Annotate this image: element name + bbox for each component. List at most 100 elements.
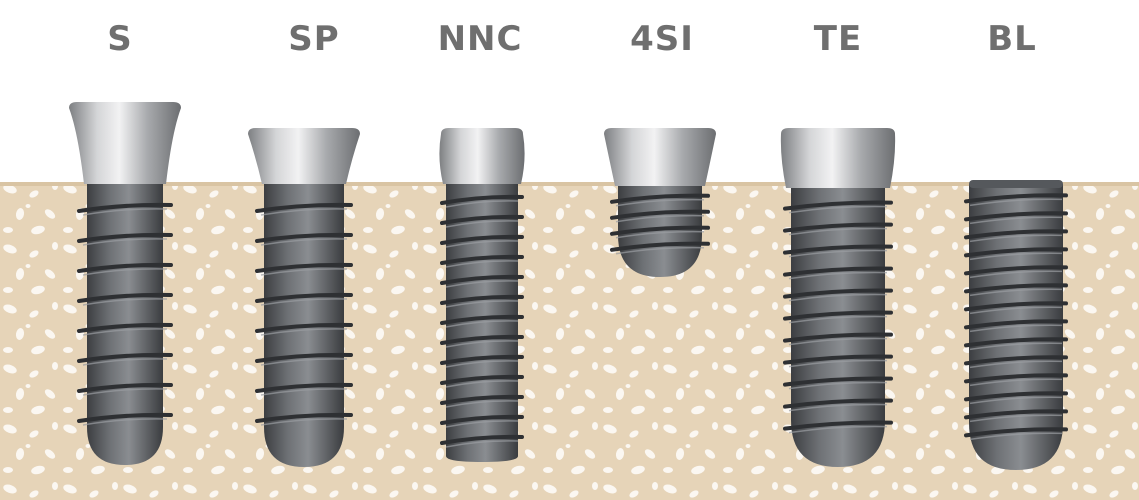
thread-ridge bbox=[440, 314, 524, 325]
thread-ridge bbox=[610, 209, 710, 220]
implant-sp-threads bbox=[255, 202, 353, 426]
thread-highlight bbox=[788, 271, 888, 280]
thread-highlight bbox=[445, 340, 519, 348]
thread-ridge bbox=[610, 193, 710, 204]
thread-highlight bbox=[445, 360, 519, 368]
thread-ridge bbox=[964, 211, 1068, 222]
thread-ridge bbox=[255, 292, 353, 303]
thread-ridge bbox=[77, 412, 173, 423]
thread-ridge bbox=[255, 352, 353, 363]
thread-highlight bbox=[445, 300, 519, 308]
thread-ridge bbox=[610, 225, 710, 236]
thread-ridge bbox=[77, 352, 173, 363]
thread-highlight bbox=[788, 381, 888, 390]
thread-ridge bbox=[440, 394, 524, 405]
thread-highlight bbox=[82, 358, 168, 366]
thread-ridge bbox=[440, 334, 524, 345]
thread-ridge bbox=[783, 244, 893, 255]
thread-highlight bbox=[82, 298, 168, 306]
thread-ridge bbox=[964, 247, 1068, 258]
thread-highlight bbox=[445, 380, 519, 388]
thread-ridge bbox=[964, 283, 1068, 294]
thread-ridge bbox=[255, 322, 353, 333]
thread-ridge bbox=[440, 414, 524, 425]
thread-ridge bbox=[440, 294, 524, 305]
thread-ridge bbox=[964, 265, 1068, 276]
thread-highlight bbox=[788, 359, 888, 368]
implant-nnc bbox=[439, 128, 525, 462]
thread-ridge bbox=[440, 214, 524, 225]
thread-highlight bbox=[260, 298, 348, 306]
thread-ridge bbox=[440, 434, 524, 445]
thread-highlight bbox=[969, 306, 1063, 315]
thread-ridge bbox=[964, 373, 1068, 384]
implant-sp-collar bbox=[248, 128, 360, 184]
thread-highlight bbox=[615, 198, 705, 207]
thread-highlight bbox=[445, 400, 519, 408]
thread-ridge bbox=[440, 254, 524, 265]
thread-ridge bbox=[964, 229, 1068, 240]
thread-ridge bbox=[783, 200, 893, 211]
bone-background bbox=[0, 184, 1139, 500]
thread-highlight bbox=[969, 216, 1063, 225]
thread-ridge bbox=[77, 322, 173, 333]
thread-ridge bbox=[440, 234, 524, 245]
thread-ridge bbox=[255, 232, 353, 243]
thread-highlight bbox=[82, 268, 168, 276]
thread-ridge bbox=[77, 292, 173, 303]
thread-highlight bbox=[445, 420, 519, 428]
thread-ridge bbox=[440, 274, 524, 285]
thread-ridge bbox=[783, 266, 893, 277]
thread-highlight bbox=[82, 208, 168, 216]
thread-highlight bbox=[969, 198, 1063, 207]
label-4si: 4SI bbox=[630, 19, 694, 59]
thread-ridge bbox=[440, 194, 524, 205]
thread-ridge bbox=[964, 427, 1068, 438]
thread-highlight bbox=[969, 342, 1063, 351]
thread-ridge bbox=[783, 398, 893, 409]
thread-ridge bbox=[964, 301, 1068, 312]
implant-4si bbox=[604, 128, 716, 277]
thread-highlight bbox=[788, 425, 888, 434]
thread-highlight bbox=[788, 227, 888, 236]
thread-highlight bbox=[969, 252, 1063, 261]
implant-te bbox=[780, 128, 896, 467]
thread-highlight bbox=[82, 238, 168, 246]
thread-ridge bbox=[440, 374, 524, 385]
thread-highlight bbox=[445, 320, 519, 328]
thread-highlight bbox=[969, 288, 1063, 297]
thread-highlight bbox=[969, 270, 1063, 279]
thread-ridge bbox=[964, 319, 1068, 330]
implant-4si-body bbox=[618, 186, 702, 277]
thread-highlight bbox=[260, 388, 348, 396]
thread-highlight bbox=[260, 328, 348, 336]
thread-highlight bbox=[615, 246, 705, 255]
thread-ridge bbox=[255, 202, 353, 213]
thread-ridge bbox=[964, 355, 1068, 366]
implant-te-threads bbox=[783, 200, 893, 434]
implant-s-threads bbox=[77, 202, 173, 426]
implant-te-collar bbox=[780, 128, 896, 188]
thread-ridge bbox=[964, 193, 1068, 204]
thread-highlight bbox=[788, 337, 888, 346]
thread-ridge bbox=[964, 391, 1068, 402]
thread-ridge bbox=[783, 420, 893, 431]
thread-ridge bbox=[783, 222, 893, 233]
thread-highlight bbox=[788, 293, 888, 302]
thread-highlight bbox=[445, 240, 519, 248]
thread-highlight bbox=[969, 324, 1063, 333]
thread-highlight bbox=[445, 220, 519, 228]
thread-ridge bbox=[255, 412, 353, 423]
thread-highlight bbox=[82, 418, 168, 426]
thread-highlight bbox=[969, 378, 1063, 387]
label-bl: BL bbox=[987, 19, 1037, 59]
label-sp: SP bbox=[288, 19, 340, 59]
thread-highlight bbox=[260, 358, 348, 366]
thread-highlight bbox=[788, 205, 888, 214]
thread-ridge bbox=[964, 409, 1068, 420]
implant-nnc-collar bbox=[439, 128, 525, 184]
implant-bl-threads bbox=[964, 193, 1068, 441]
implant-bl bbox=[964, 180, 1068, 470]
